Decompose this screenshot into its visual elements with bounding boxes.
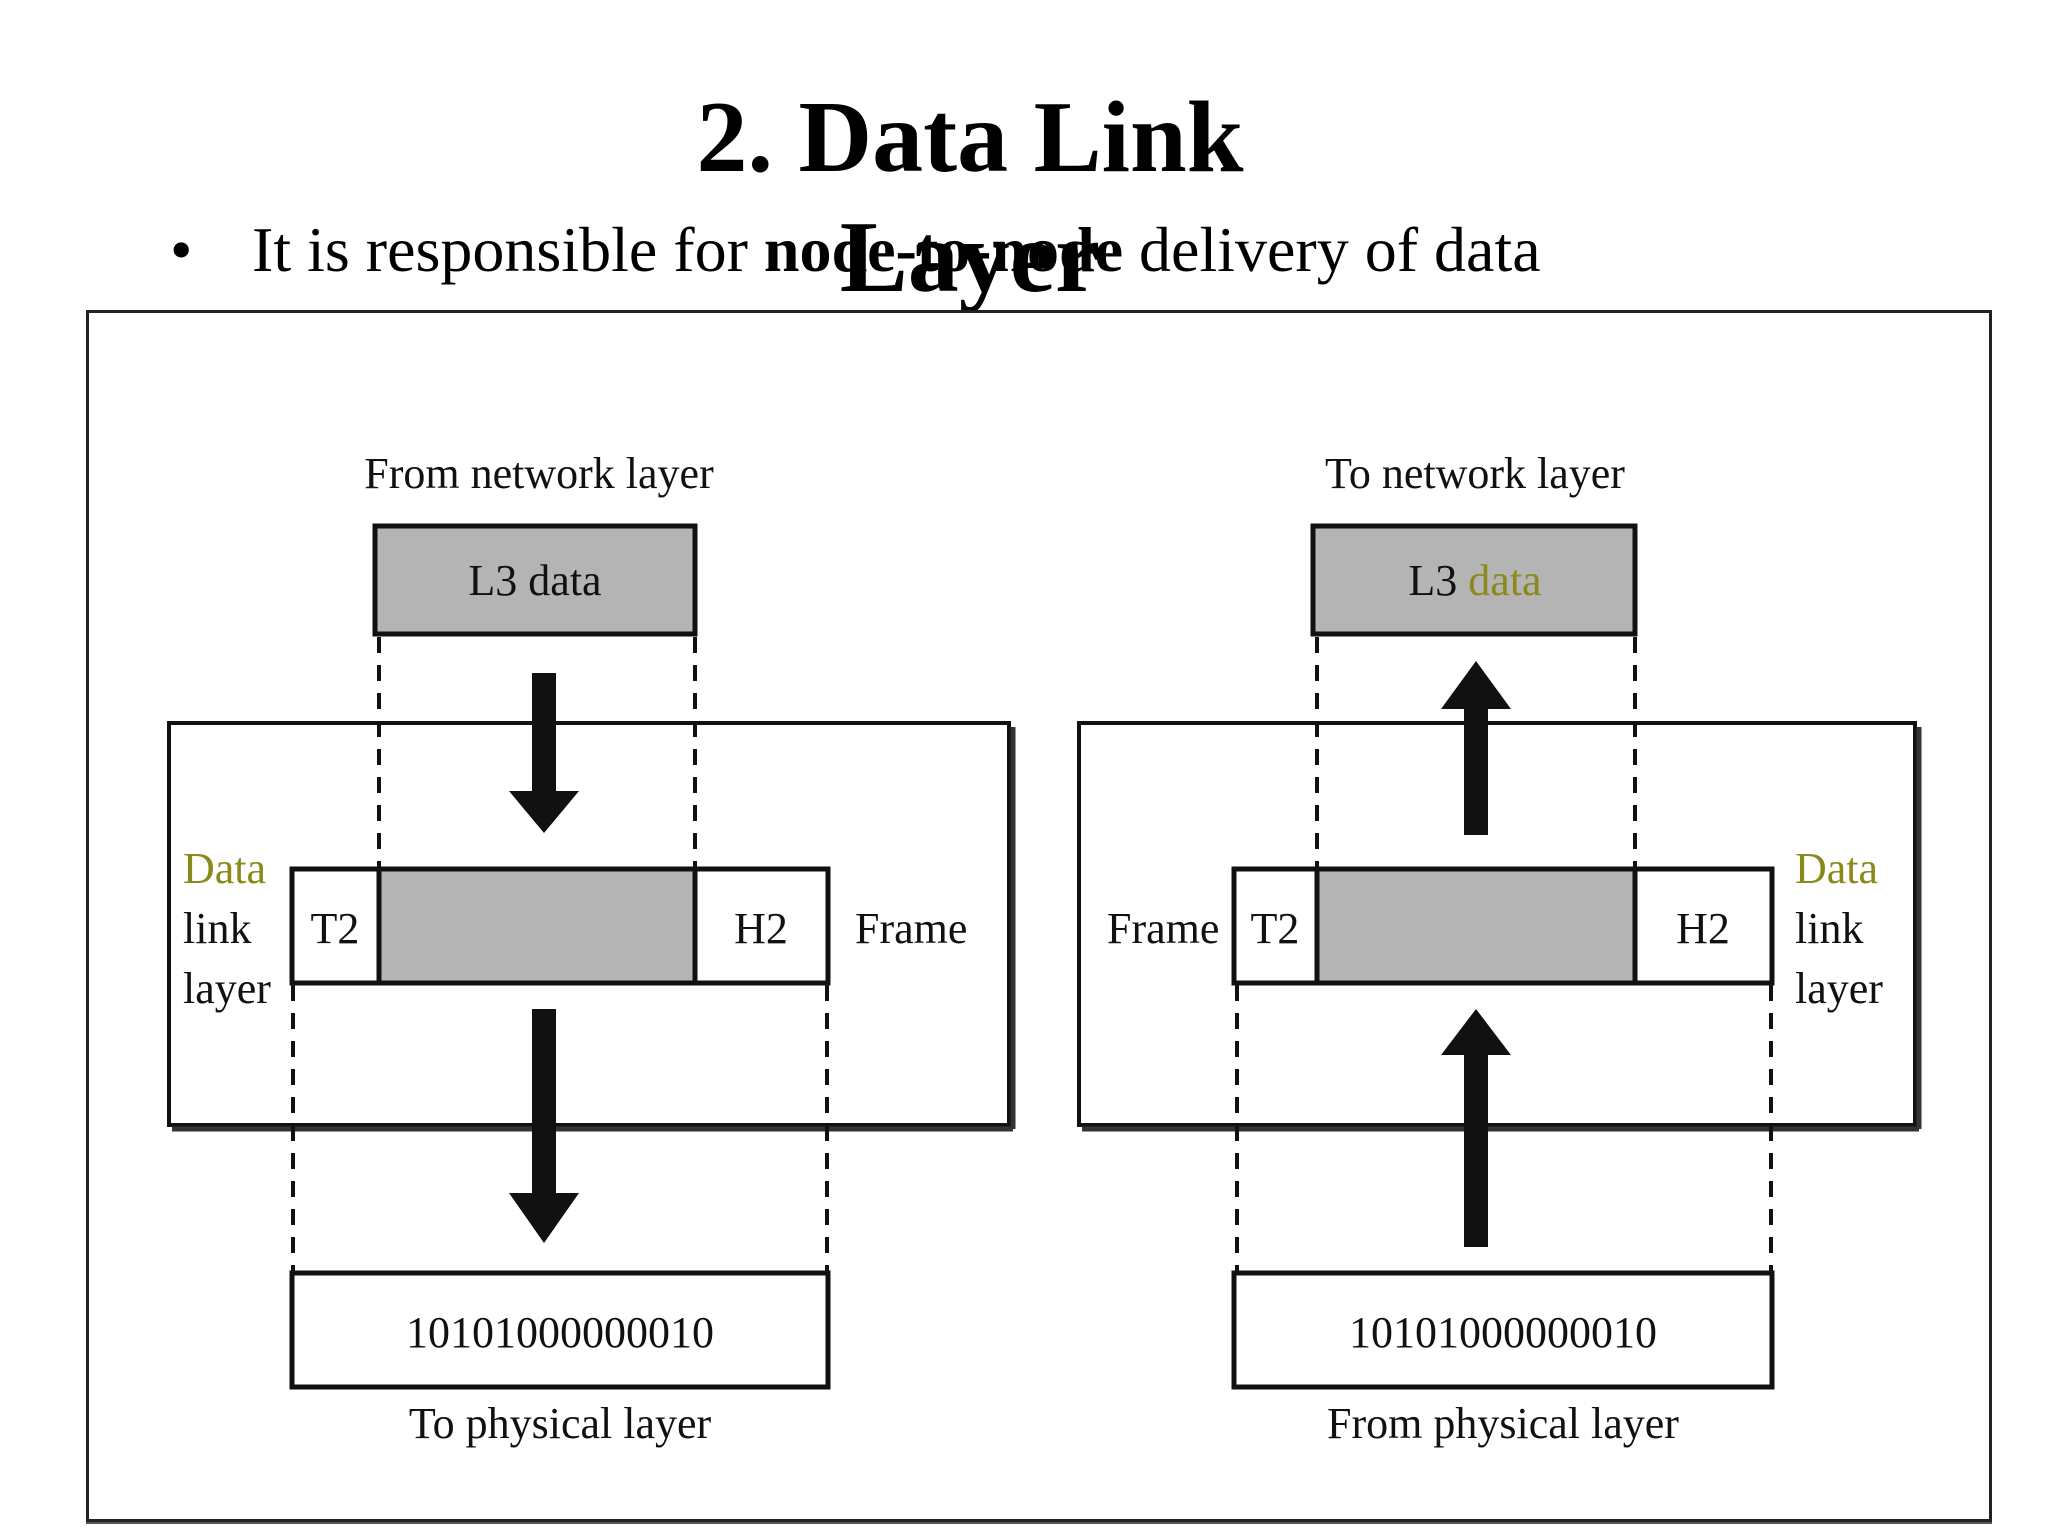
sender-layer-label-line-2: link xyxy=(183,904,251,953)
bullet-text-bold: node-to-node xyxy=(763,214,1124,285)
receiver-layer-label-line-1: Data xyxy=(1795,844,1878,893)
receiver-arrow-up-2-shaft xyxy=(1464,1053,1488,1247)
receiver-arrow-up-1-head xyxy=(1441,661,1511,709)
sender-bits: 10101000000010 xyxy=(406,1308,714,1357)
data-link-diagram: From network layer L3 data T2 H2 Frame D… xyxy=(167,449,1922,1448)
receiver-l3-data-box xyxy=(1310,523,1638,637)
receiver-layer-label-line-2: link xyxy=(1795,904,1863,953)
sender-l3-data-box xyxy=(372,523,698,637)
sender-l3-data-label: L3 data xyxy=(468,556,601,605)
receiver-arrow-up-2-head xyxy=(1441,1009,1511,1055)
receiver-l3-data-label: L3 data xyxy=(1408,556,1541,605)
receiver-bottom-label: From physical layer xyxy=(1327,1399,1679,1448)
sender-arrow-down-2-shaft xyxy=(532,1009,556,1195)
receiver-header-h2: H2 xyxy=(1676,904,1730,953)
bullet-text: It is responsible for node-to-node deliv… xyxy=(252,200,1541,300)
bullet-text-prefix: It is responsible for xyxy=(252,214,764,285)
bullet-point: • It is responsible for node-to-node del… xyxy=(170,200,1550,318)
receiver-frame-payload xyxy=(1314,866,1638,986)
data-link-layer-figure: From network layer L3 data T2 H2 Frame D… xyxy=(86,310,1992,1522)
receiver-l3-prefix: L3 xyxy=(1408,556,1468,605)
sender-trailer-t2: T2 xyxy=(311,904,360,953)
sender-side: From network layer L3 data T2 H2 Frame D… xyxy=(167,449,1016,1448)
bullet-dot: • xyxy=(170,214,193,285)
sender-arrow-down-1-shaft xyxy=(532,673,556,793)
receiver-side: To network layer L3 data T2 H2 Frame Dat… xyxy=(1077,449,1922,1448)
sender-frame-label: Frame xyxy=(855,904,967,953)
bullet-text-suffix: delivery of data xyxy=(1123,214,1541,285)
sender-layer-box xyxy=(167,721,1011,1127)
receiver-trailer-t2: T2 xyxy=(1251,904,1300,953)
sender-arrow-down-1-head xyxy=(509,791,579,833)
receiver-frame-label: Frame xyxy=(1107,904,1219,953)
sender-bottom-label: To physical layer xyxy=(409,1399,712,1448)
receiver-top-label: To network layer xyxy=(1325,449,1625,498)
sender-frame-payload xyxy=(376,866,698,986)
receiver-bits-box xyxy=(1231,1270,1775,1390)
sender-arrow-down-2-head xyxy=(509,1193,579,1243)
sender-header-h2: H2 xyxy=(734,904,788,953)
receiver-layer-label-line-3: layer xyxy=(1795,964,1883,1013)
receiver-arrow-up-1-shaft xyxy=(1464,707,1488,835)
sender-top-label: From network layer xyxy=(364,449,714,498)
sender-layer-label-line-3: layer xyxy=(183,964,271,1013)
sender-layer-label-line-1: Data xyxy=(183,844,266,893)
receiver-layer-box xyxy=(1077,721,1917,1127)
receiver-l3-highlight: data xyxy=(1468,556,1541,605)
receiver-bits: 10101000000010 xyxy=(1349,1308,1657,1357)
slide-title: 2. Data Link Layer xyxy=(696,81,1244,314)
sender-bits-box xyxy=(289,1270,831,1390)
